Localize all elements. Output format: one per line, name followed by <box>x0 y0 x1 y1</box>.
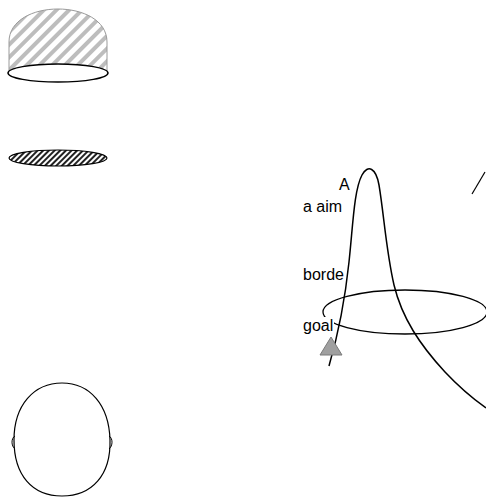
hatched-disc <box>9 150 107 166</box>
text-label: A <box>338 176 351 194</box>
border-ellipse <box>323 290 486 334</box>
ear <box>12 436 15 449</box>
slash-mark <box>472 172 485 194</box>
goal-triangle <box>320 337 342 355</box>
hatched-dome <box>9 9 107 72</box>
bell-curve <box>329 169 486 408</box>
ear <box>109 436 112 449</box>
text-label: a aim <box>302 198 343 216</box>
dome-base-ellipse <box>8 64 108 82</box>
text-label: borde <box>302 266 345 284</box>
text-label: goal <box>302 317 334 335</box>
head-outline <box>14 383 110 496</box>
